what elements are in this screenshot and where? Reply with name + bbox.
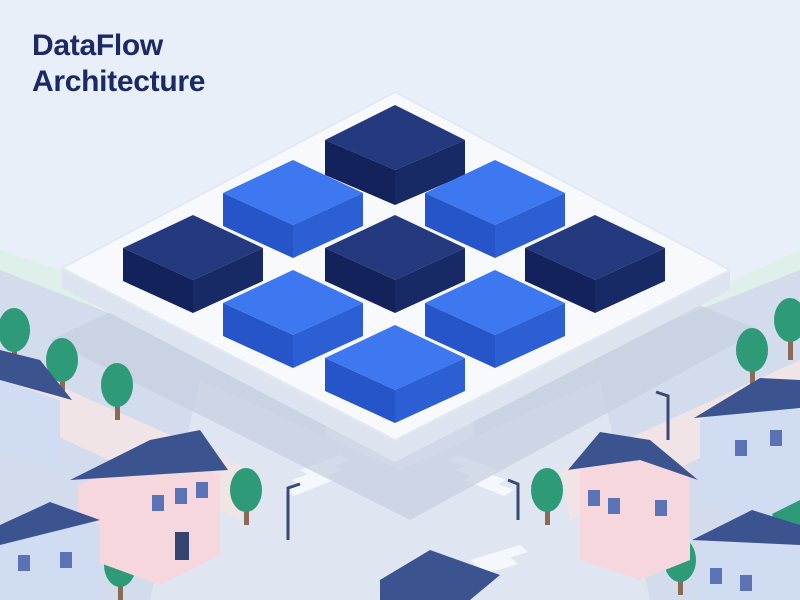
house-icon	[694, 378, 800, 520]
tile-icon	[525, 215, 665, 313]
tile-icon	[425, 270, 565, 368]
tile-icon	[223, 270, 363, 368]
tile-icon	[325, 325, 465, 423]
tree-icon	[46, 338, 78, 395]
tile-icon	[425, 160, 565, 258]
tile-icon	[325, 105, 465, 205]
tree-icon	[230, 468, 262, 525]
tree-icon	[531, 468, 563, 525]
tile-icon	[223, 160, 363, 258]
tile-icon	[123, 215, 263, 313]
tile-icon	[325, 215, 465, 313]
house-icon	[0, 350, 72, 470]
streetlamp-icon	[286, 390, 670, 540]
tree-icon	[101, 363, 133, 420]
tree-icon	[774, 298, 800, 360]
house-icon	[0, 502, 100, 600]
tree-icon	[0, 308, 30, 370]
title-line-2: Architecture	[32, 65, 206, 98]
tile-grid	[123, 105, 665, 423]
title-line-1: DataFlow	[32, 29, 163, 62]
house-icon	[70, 430, 228, 585]
page-title: DataFlow Architecture	[32, 28, 205, 100]
tree-icon	[736, 328, 768, 385]
house-icon	[692, 510, 800, 600]
house-icon	[380, 550, 500, 600]
house-icon	[568, 432, 698, 580]
